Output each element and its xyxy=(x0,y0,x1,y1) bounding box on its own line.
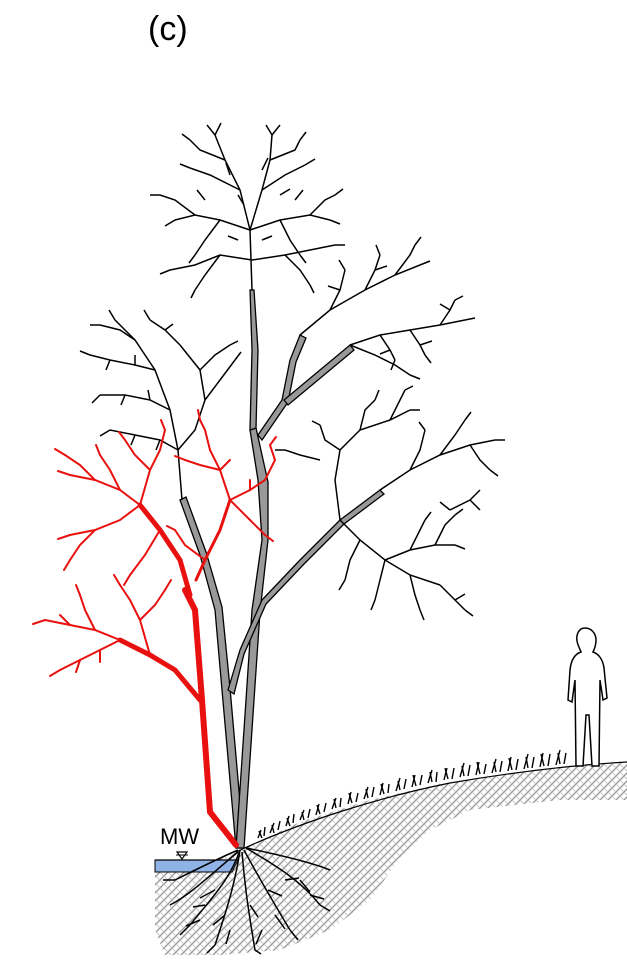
water-level-label: MW xyxy=(160,824,199,850)
red-branches xyxy=(33,410,276,845)
grey-trunks xyxy=(180,290,384,848)
person-silhouette-icon xyxy=(568,628,607,766)
soil-bank xyxy=(155,762,627,955)
panel-label: (c) xyxy=(148,10,188,49)
